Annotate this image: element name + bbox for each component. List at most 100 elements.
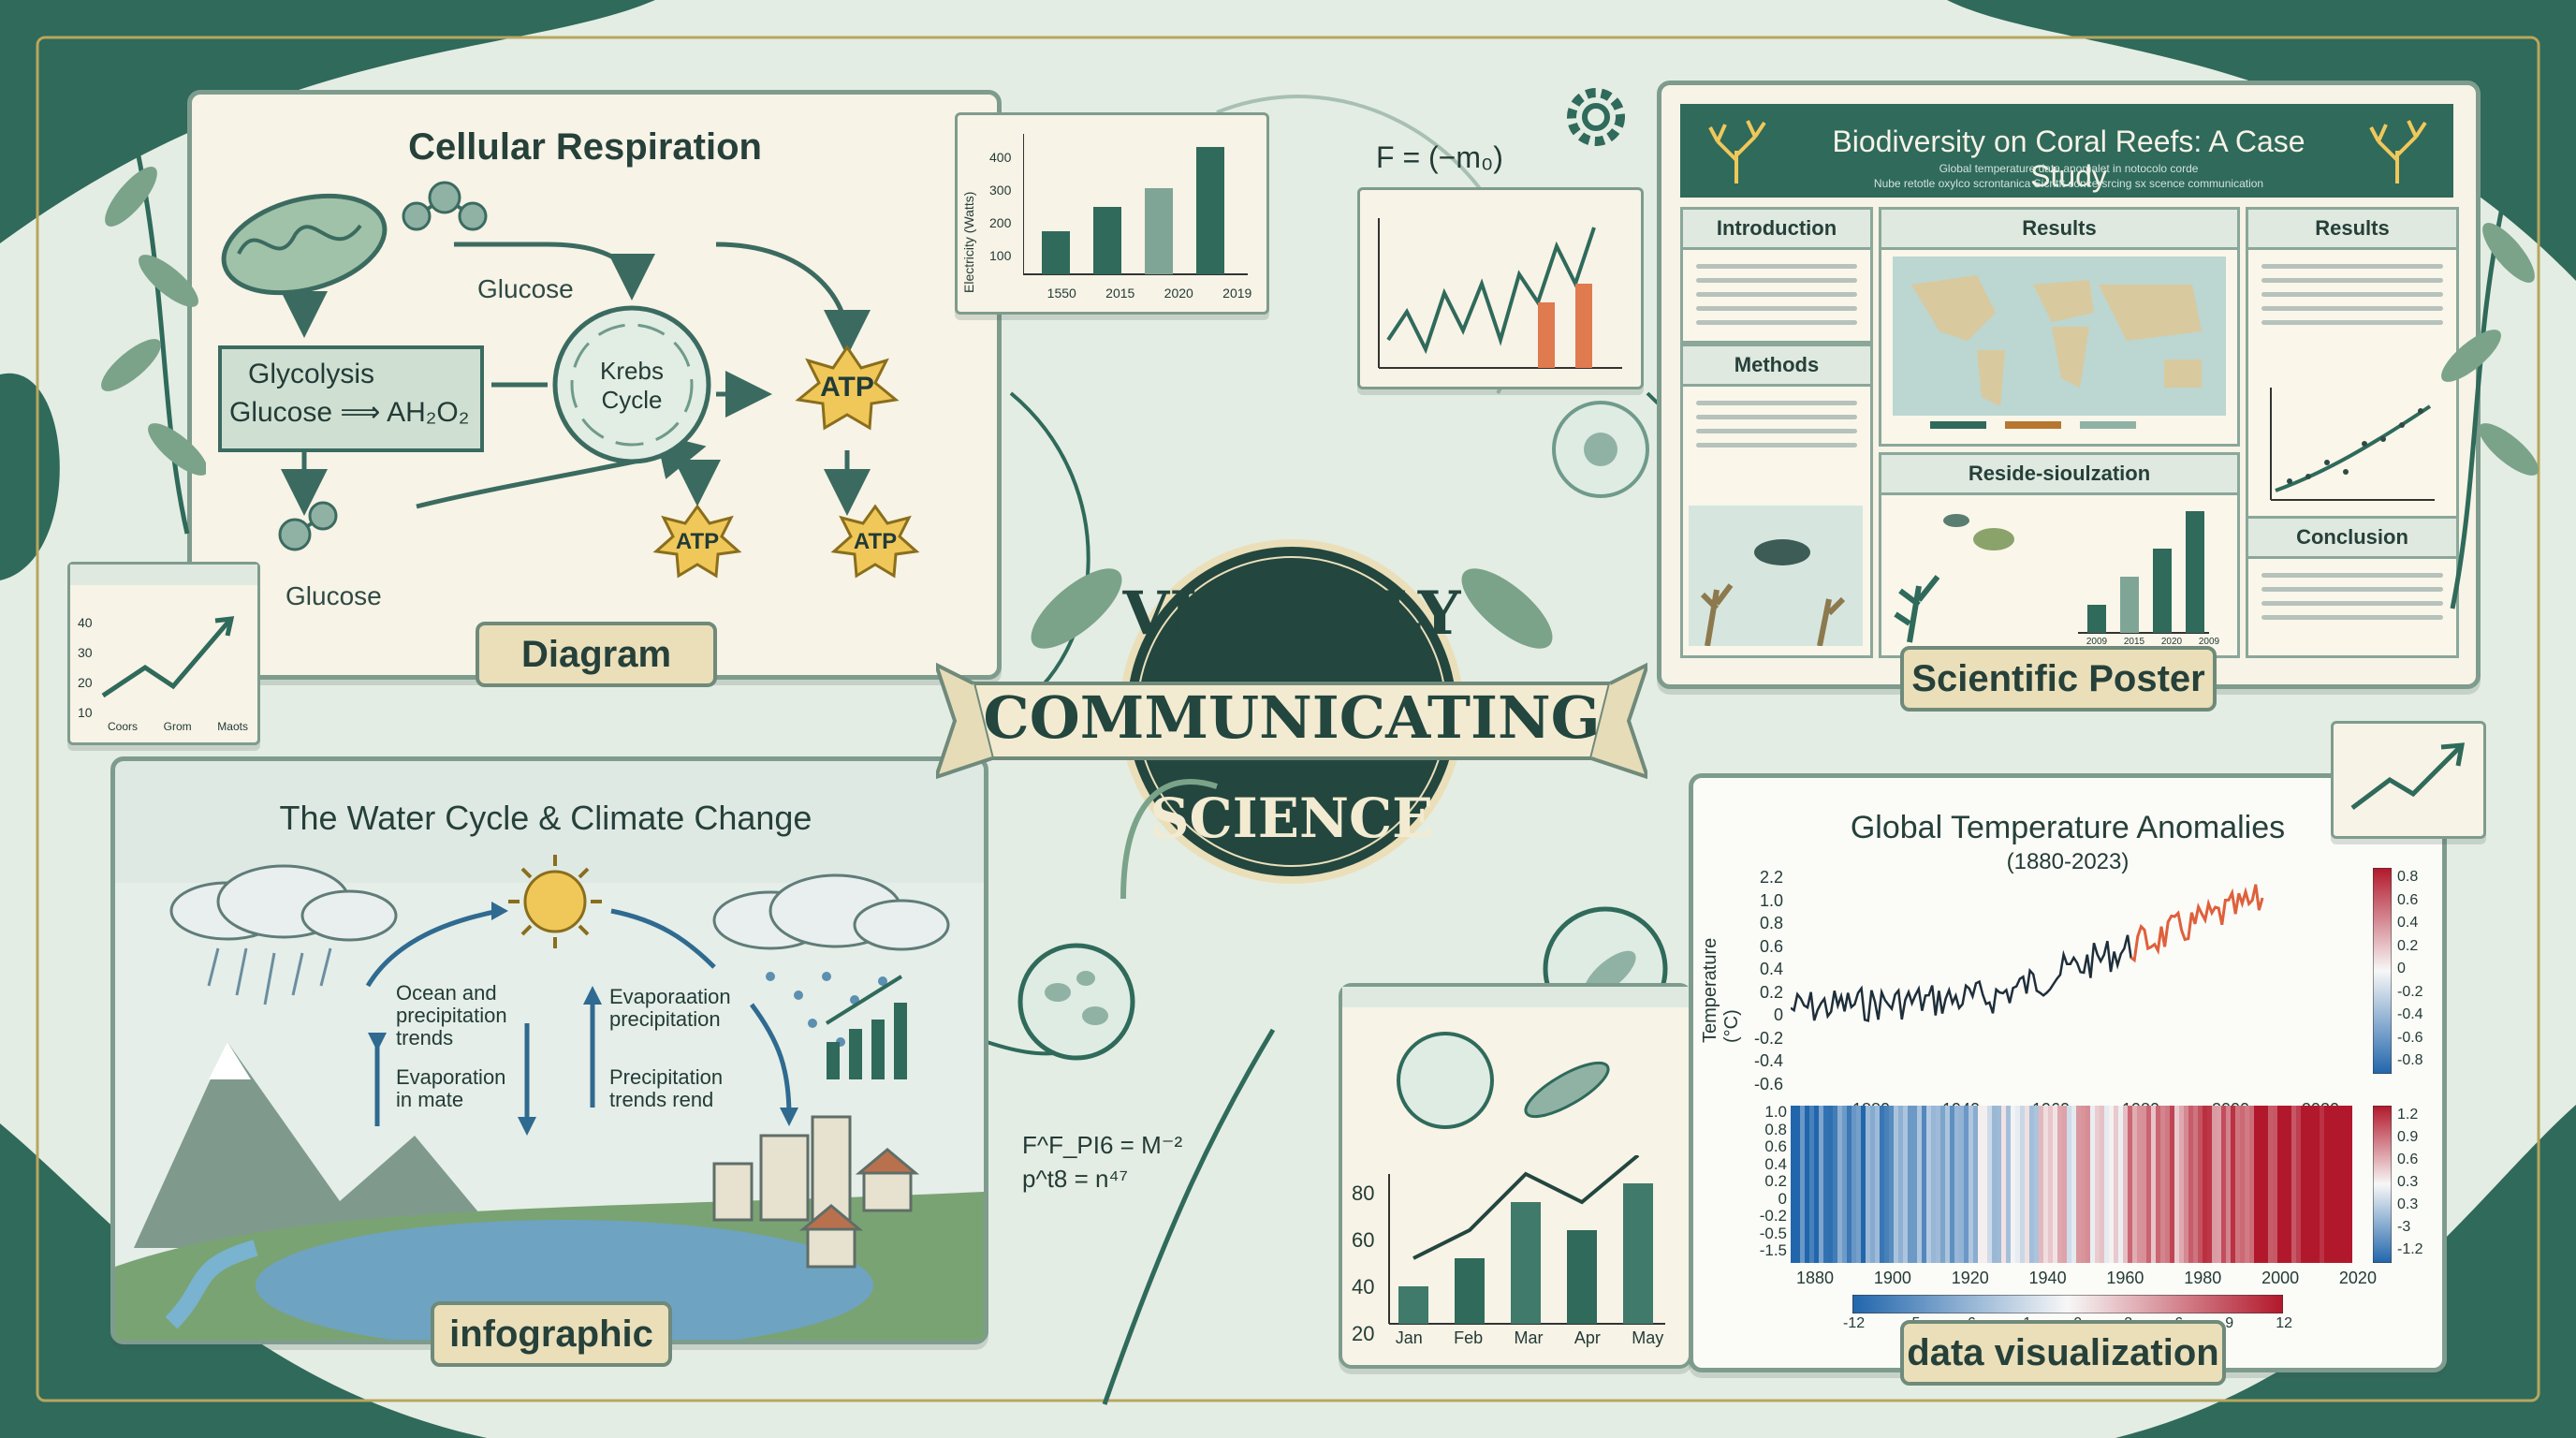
diagram-title: Cellular Respiration [408,126,762,168]
city-buildings-icon [712,1115,852,1222]
mini-bar [1196,147,1224,274]
krebs-cycle-icon [552,305,711,464]
poster-resid-heading: Reside-sioulzation [1881,455,2237,495]
house-icon [798,1148,920,1269]
cell-icon [1552,401,1649,498]
poster-conclusion-panel: Conclusion [2246,516,2459,658]
leaf-branch-icon [2441,177,2539,609]
month-bar [1567,1230,1597,1324]
poster-subtitle: Global temperature data anomalet in noto… [1939,162,2199,175]
glycolysis-label: Glycolysis [248,359,375,389]
gear-icon [1567,88,1625,146]
trend-chart [1378,218,1622,369]
center-emblem [936,539,1647,899]
mini-chart-bars [1023,134,1248,275]
mini-bar [1042,231,1070,274]
emblem-line-1: VISUALLY [1122,579,1461,649]
mini-bar [1145,188,1173,274]
dataviz-label: data visualization [1900,1320,2226,1386]
diagram-label: Diagram [476,622,717,687]
trend-arrow-icon [2350,742,2466,810]
horizontal-colorbar [1852,1295,2283,1313]
mini-trend-window [1357,187,1644,389]
mini-line-plot [101,616,235,698]
temperature-heatmap [1791,1106,2352,1263]
precip-trends-text: Precipitation trends rend [609,1065,724,1111]
cloud-icon [169,864,398,942]
data-visualization-card: Global Temperature Anomalies (1880-2023)… [1689,773,2447,1372]
infographic-title: The Water Cycle & Climate Change [279,799,812,837]
leaf-branch-icon [101,121,206,535]
glucose-bottom-label: Glucose [285,581,382,610]
scientific-poster-card: Biodiversity on Coral Reefs: A Case Stud… [1657,81,2481,689]
month-bar [1455,1258,1485,1324]
colorbar-2 [2373,1106,2392,1263]
poster-results-map-panel: Results [1879,207,2240,447]
poster-label: Scientific Poster [1900,646,2217,712]
glycolysis-equation: Glucose ⟹ AH₂O₂ [229,397,470,428]
atp-star-icon [830,504,920,579]
infographic-label: infographic [431,1301,672,1367]
month-bar-chart [1388,1155,1665,1325]
respiration-diagram [218,181,920,579]
poster-methods-panel: Methods [1680,344,1873,658]
molecule-icon [402,181,488,231]
ocean-text: Ocean and precipitation trends [396,981,507,1049]
resid-illustration [1894,511,2209,643]
coral-icon [2369,120,2427,183]
poster-conclusion-heading: Conclusion [2248,519,2456,559]
poster-results2-heading: Results [2248,210,2456,250]
glycolysis-box [218,345,484,452]
glucose-top-label: Glucose [477,274,574,303]
water-cycle-illustration [115,855,984,1340]
emblem-line-3: SCIENCE [1149,786,1434,850]
reef-illustration [1689,506,1863,646]
poster-header: Biodiversity on Coral Reefs: A Case Stud… [1680,104,2453,198]
month-bar [1511,1202,1541,1324]
atp-star-icon [652,504,742,579]
cell-icon [1017,943,1135,1061]
atp-label: ATP [853,529,898,554]
poster-title: Biodiversity on Coral Reefs: A Case Stud… [1832,125,2305,193]
window-bar [70,565,257,585]
world-map [1893,257,2226,429]
dataviz-ylabel: Temperature (°C) [1700,937,1742,1043]
mini-bar [1093,207,1121,274]
poster-intro-panel: Introduction [1680,207,1873,344]
atp-star-icon [795,345,900,431]
temperature-line-plot [1791,884,2264,1022]
diagram-card: Cellular Respiration [187,90,1002,680]
formula-top: F = (−m₀) [1376,140,1503,174]
mitochondrion-icon [221,193,388,296]
dataviz-title: Global Temperature Anomalies [1850,810,2286,845]
poster-intro-heading: Introduction [1683,210,1870,250]
bar-trend-icon [825,975,907,1079]
poster-methods-heading: Methods [1683,346,1870,387]
month-bar [1398,1286,1428,1324]
infographic-card: The Water Cycle & Climate Change [110,756,988,1344]
poster-results-heading: Results [1881,210,2237,250]
atp-label: ATP [820,372,874,403]
krebs-label: Krebs Cycle [600,357,664,414]
formula-bottom: F^F_PI6 = M⁻² p^t8 = n⁴⁷ [1022,1131,1183,1193]
evap-mate-text: Evaporation in mate [396,1065,506,1111]
colorbar-1 [2373,868,2392,1074]
mini-trend-card [2331,721,2486,839]
microbe-illustration [1397,1032,1610,1129]
scatter-plot [2270,388,2435,501]
cloud-icon [712,873,950,951]
sun-icon [508,855,602,948]
coral-icon [1708,120,1766,183]
